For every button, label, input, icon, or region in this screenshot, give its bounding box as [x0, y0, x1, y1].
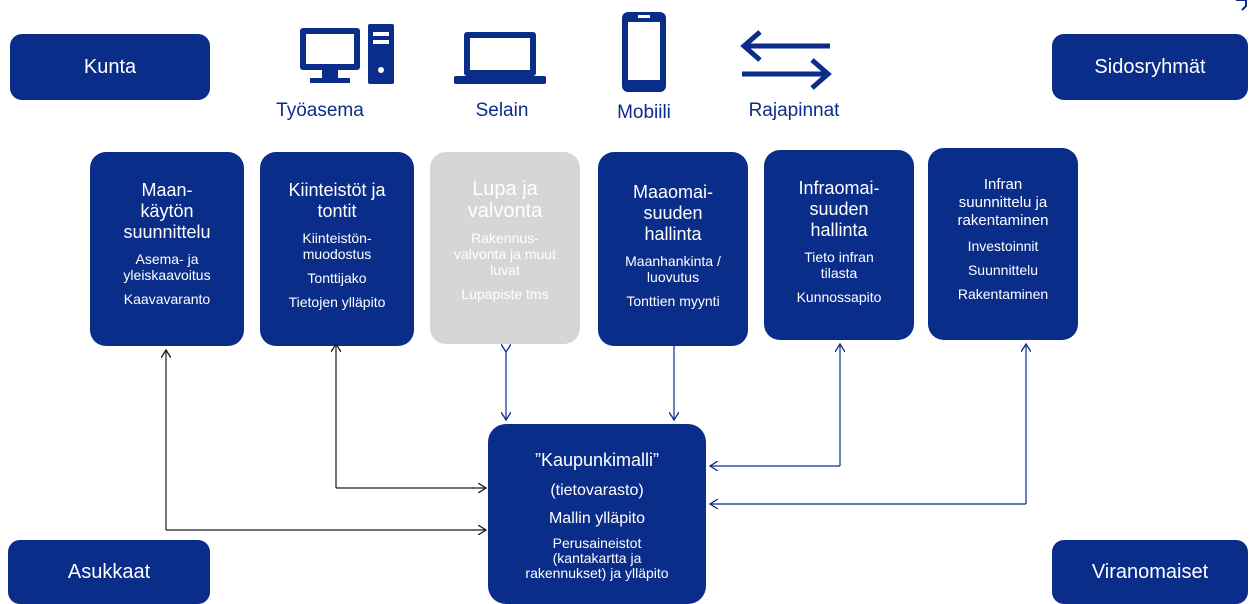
- central-maintenance: Mallin ylläpito: [548, 510, 646, 527]
- corner-kunta-label: Kunta: [83, 55, 137, 78]
- corner-viranomaiset: Viranomaiset: [1052, 540, 1248, 604]
- module-title: Infraomai- suuden hallinta: [798, 178, 880, 240]
- corner-sidosryhmat-label: Sidosryhmät: [1094, 55, 1206, 78]
- central-kaupunkimalli: ”Kaupunkimalli” (tietovarasto) Mallin yl…: [488, 424, 706, 604]
- corner-viranomaiset-label: Viranomaiset: [1091, 560, 1209, 583]
- module-maaomaisuuden-hallinta: Maaomai- suuden hallinta Maanhankinta / …: [598, 152, 748, 346]
- module-item: Kaavavaranto: [123, 291, 211, 307]
- central-base-data: Perusaineistot (kantakartta ja rakennuks…: [525, 535, 669, 581]
- connector-kiinteistot: [336, 344, 486, 488]
- module-lupa-ja-valvonta: Lupa ja valvonta Rakennus- valvonta ja m…: [430, 152, 580, 344]
- central-title: ”Kaupunkimalli”: [534, 450, 660, 470]
- module-title: Maan- käytön suunnittelu: [123, 180, 211, 242]
- module-item: Kunnossapito: [796, 289, 882, 305]
- module-item: Maanhankinta / luovutus: [625, 253, 721, 285]
- module-title: Infran suunnittelu ja rakentaminen: [957, 176, 1049, 229]
- workstation-icon: [298, 22, 398, 91]
- module-title: Maaomai- suuden hallinta: [632, 182, 714, 244]
- corner-mark-icon: [1236, 0, 1247, 11]
- module-item: Kiinteistön- muodostus: [302, 230, 372, 262]
- module-item: Investoinnit: [967, 238, 1039, 254]
- channel-label-mobiili: Mobiili: [617, 102, 671, 123]
- central-subtitle: (tietovarasto): [550, 482, 644, 499]
- module-item: Lupapiste tms: [461, 286, 549, 302]
- channel-label-rajapinnat: Rajapinnat: [748, 100, 840, 121]
- module-item: Rakentaminen: [957, 286, 1049, 302]
- module-title: Lupa ja valvonta: [467, 178, 543, 222]
- module-item: Tieto infran tilasta: [804, 249, 874, 281]
- channel-label-selain: Selain: [475, 100, 529, 121]
- channel-label-tyoasema: Työasema: [276, 100, 364, 121]
- mobile-icon: [620, 10, 668, 99]
- module-item: Asema- ja yleiskaavoitus: [123, 251, 211, 283]
- module-infraomaisuuden-hallinta: Infraomai- suuden hallinta Tieto infran …: [764, 150, 914, 340]
- module-infran-suunnittelu-ja-rakentaminen: Infran suunnittelu ja rakentaminen Inves…: [928, 148, 1078, 340]
- connector-infraomaisuus: [710, 344, 840, 466]
- module-maankayton-suunnittelu: Maan- käytön suunnittelu Asema- ja yleis…: [90, 152, 244, 346]
- module-item: Tietojen ylläpito: [288, 294, 386, 310]
- connector-infran-suunnittelu: [710, 344, 1026, 504]
- corner-asukkaat: Asukkaat: [8, 540, 210, 604]
- module-kiinteistot-ja-tontit: Kiinteistöt ja tontit Kiinteistön- muodo…: [260, 152, 414, 346]
- corner-sidosryhmat: Sidosryhmät: [1052, 34, 1248, 100]
- interface-arrows-icon: [738, 26, 834, 97]
- module-item: Tonttijako: [307, 270, 367, 286]
- module-item: Tonttien myynti: [626, 293, 720, 309]
- corner-kunta: Kunta: [10, 34, 210, 100]
- corner-asukkaat-label: Asukkaat: [67, 560, 151, 583]
- module-item: Suunnittelu: [967, 262, 1039, 278]
- module-item: Rakennus- valvonta ja muut luvat: [454, 230, 556, 278]
- module-title: Kiinteistöt ja tontit: [288, 180, 386, 221]
- connector-maankaytto: [166, 350, 486, 530]
- laptop-icon: [452, 30, 548, 91]
